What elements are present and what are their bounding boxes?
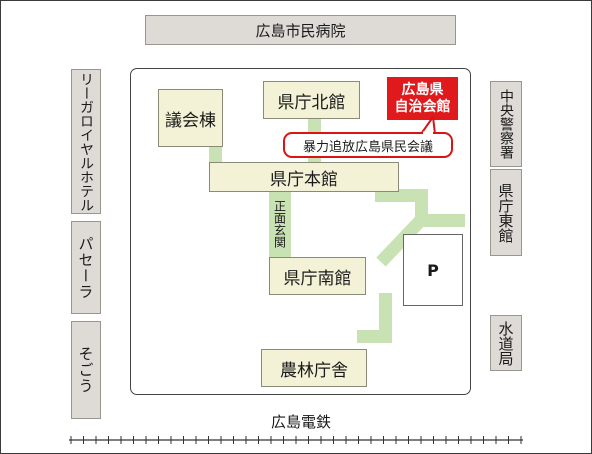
walkway-east-3: [415, 214, 465, 227]
callout-label: 暴力追放広島県民会議: [302, 139, 433, 155]
kitakan-building: 県庁北館: [263, 81, 360, 119]
pasela-label: パセーラ: [76, 235, 95, 300]
police-building: 中央警察署: [490, 81, 522, 167]
walkway-gikaito: [209, 145, 222, 165]
minamikan-label: 県庁南館: [283, 268, 352, 289]
police-label: 中央警察署: [498, 89, 514, 159]
jichikaikan-building: 広島県 自治会館: [387, 77, 458, 120]
minamikan-building: 県庁南館: [269, 257, 366, 295]
gikaito-building: 議会棟: [158, 89, 223, 147]
norin-label: 農林庁舎: [280, 360, 348, 381]
railway-label: 広島電鉄: [270, 413, 331, 431]
water-label: 水道局: [496, 320, 515, 366]
east-label: 県庁東館: [496, 182, 515, 243]
prefectural-office-compound: [130, 68, 471, 395]
hotel-label: リーガロイヤルホテル: [78, 71, 94, 212]
hospital-label: 広島市民病院: [255, 21, 346, 40]
kitakan-label: 県庁北館: [277, 92, 346, 113]
hotel-building: リーガロイヤルホテル: [71, 69, 101, 214]
entrance: 正面玄関: [269, 190, 291, 258]
walkway-east-2: [415, 189, 428, 221]
east-building: 県庁東館: [490, 169, 522, 256]
hospital-building: 広島市民病院: [145, 15, 456, 45]
honkan-label: 県庁本館: [270, 169, 338, 190]
norin-building: 農林庁舎: [261, 349, 367, 387]
gikaito-label: 議会棟: [165, 110, 216, 131]
entrance-label: 正面玄関: [272, 200, 287, 248]
walkway-south-2: [357, 330, 392, 343]
parking-icon: P: [427, 260, 439, 280]
pasela-building: パセーラ: [71, 221, 101, 314]
honkan-building: 県庁本館: [209, 162, 399, 192]
walkway-east: [375, 189, 422, 202]
parking-lot: P: [403, 234, 463, 306]
jichikaikan-label-line1: 広島県: [401, 81, 444, 98]
sogo-building: そごう: [71, 321, 101, 419]
walkway-entrance: [269, 189, 291, 263]
callout: 暴力追放広島県民会議: [283, 132, 453, 158]
railway-line: [69, 436, 523, 444]
sogo-label: そごう: [76, 346, 95, 394]
jichikaikan-label-line2: 自治会館: [394, 98, 451, 115]
water-building: 水道局: [490, 315, 522, 371]
